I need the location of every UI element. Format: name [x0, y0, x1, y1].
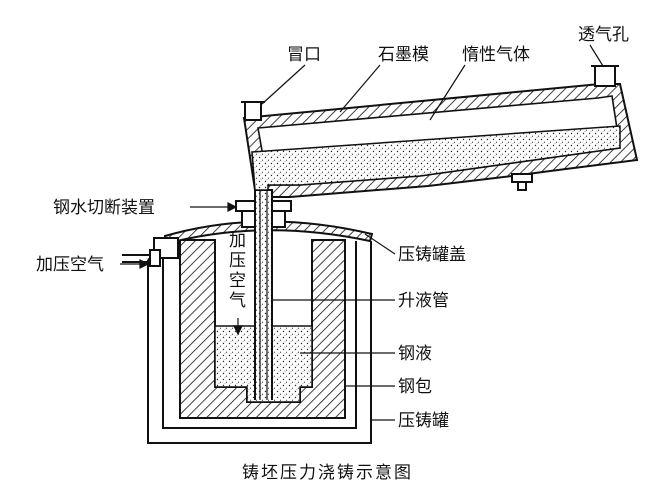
label-molten-steel: 钢液	[398, 344, 432, 364]
steel-cutoff-valve	[235, 200, 292, 228]
label-air-vertical-4: 气	[229, 291, 246, 311]
air-inlet-arrow-icon	[139, 259, 150, 269]
mold-molten-steel	[251, 125, 621, 191]
label-vent-hole: 透气孔	[578, 25, 629, 45]
label-graphite-mold: 石墨模	[378, 45, 429, 65]
pressure-tank-lid	[164, 220, 374, 246]
label-air-vertical-3: 空	[229, 271, 246, 291]
air-down-arrow-icon	[233, 325, 243, 336]
label-riser-mouth: 冒口	[287, 45, 321, 65]
riser-tube	[254, 190, 273, 400]
label-pressure-tank: 压铸罐	[398, 411, 449, 431]
leader-lines	[190, 44, 604, 421]
label-steel-cutoff-device: 钢水切断装置	[53, 198, 155, 218]
label-riser-tube: 升液管	[398, 291, 449, 311]
arrows	[120, 202, 243, 336]
graphite-mold	[242, 83, 639, 198]
diagram-caption: 铸坯压力浇铸示意图	[242, 463, 413, 483]
mold-support	[511, 173, 533, 191]
label-pressurized-air: 加压空气	[36, 255, 104, 275]
label-air-vertical-1: 加	[229, 231, 246, 251]
pressurized-air-inlet	[122, 237, 179, 267]
cutoff-arrow-icon	[227, 202, 238, 212]
label-ladle: 钢包	[398, 377, 432, 397]
label-air-vertical-2: 压	[229, 251, 246, 271]
label-inert-gas: 惰性气体	[462, 45, 530, 65]
label-pressure-tank-lid: 压铸罐盖	[398, 245, 466, 265]
vent-hole	[591, 65, 619, 87]
riser-mouth	[241, 101, 265, 121]
